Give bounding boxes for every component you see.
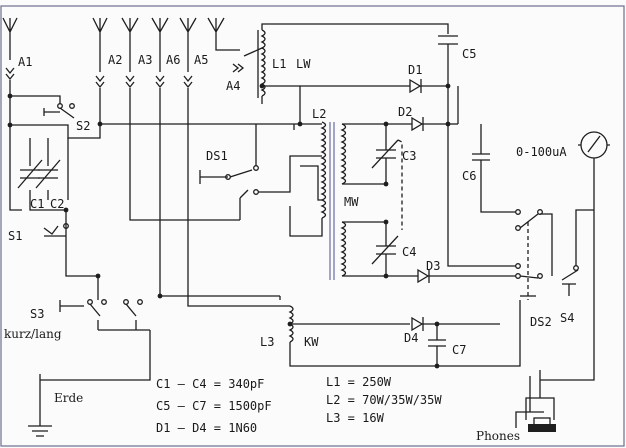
switch-ds1-label: DS1 (206, 149, 228, 163)
capacitor-c2-label: C2 (50, 197, 64, 211)
parts-c1-c4: C1 – C4 = 340pF (156, 377, 264, 391)
switch-ds1-symbol (199, 124, 308, 220)
capacitor-c3-symbol (371, 124, 403, 230)
switch-s3-mode-label: kurz/lang (4, 327, 62, 341)
antenna-a3-symbol (121, 17, 139, 72)
coil-l2-symbol (289, 121, 386, 280)
meter-symbol (540, 131, 610, 381)
phones-label: Phones (476, 429, 520, 443)
capacitor-c2-symbol (35, 159, 61, 189)
switch-s1-symbol (43, 223, 69, 235)
ground-label: Erde (54, 391, 83, 405)
antenna-a5-symbol (179, 17, 197, 72)
capacitor-c4-label: C4 (402, 245, 416, 259)
parts-l1: L1 = 250W (326, 375, 392, 389)
switch-s4-label: S4 (560, 311, 574, 325)
ground-erde-symbol (28, 374, 52, 437)
antenna-a1-label: A1 (18, 55, 32, 69)
capacitor-c5-symbol (438, 35, 458, 122)
capacitor-c1-label: C1 (30, 197, 44, 211)
switch-s4-symbol (561, 209, 594, 296)
page-border (0, 5, 625, 447)
antenna-a5-label: A5 (194, 53, 208, 67)
capacitor-c6-symbol (472, 124, 516, 213)
antenna-a2-label: A2 (108, 53, 122, 67)
capacitor-c7-label: C7 (452, 343, 466, 357)
antenna-a1-symbol (2, 17, 18, 60)
coil-lw-label: LW (296, 57, 311, 71)
switch-ds2-label: DS2 (530, 315, 552, 329)
switch-s3-symbol (40, 299, 151, 381)
coil-l3-symbol (279, 296, 521, 367)
phones-output-symbol (515, 370, 556, 432)
switch-ds2-symbol (515, 209, 553, 300)
antenna-a4-symbol (207, 17, 240, 51)
capacitor-c3-label: C3 (402, 149, 416, 163)
plug-markers (5, 63, 245, 89)
coil-l2-label: L2 (312, 107, 326, 121)
antenna-a4-label: A4 (226, 79, 240, 93)
switch-s3-label: S3 (30, 307, 44, 321)
capacitor-c5-label: C5 (462, 47, 476, 61)
parts-c5-c7: C5 – C7 = 1500pF (156, 399, 272, 413)
diode-d1-label: D1 (408, 63, 422, 77)
coil-l1-label: L1 (272, 57, 286, 71)
capacitor-c4-symbol (371, 222, 399, 276)
diode-d1-symbol (300, 78, 448, 94)
antenna-a2-symbol (92, 17, 108, 72)
coil-kw-label: KW (304, 335, 319, 349)
capacitor-c6-label: C6 (462, 169, 476, 183)
capacitor-c1-symbol (17, 159, 43, 189)
diode-d3-symbol (386, 268, 516, 284)
coil-mw-label: MW (344, 195, 359, 209)
antenna-a3-label: A3 (138, 53, 152, 67)
switch-s2-label: S2 (76, 119, 90, 133)
diode-d2-label: D2 (398, 105, 412, 119)
diode-d2-symbol (386, 116, 448, 132)
junction-dots (7, 83, 451, 369)
capacitor-c7-symbol (428, 324, 446, 366)
meter-range-label: 0-100uA (516, 145, 567, 159)
parts-l3: L3 = 16W (326, 411, 385, 425)
antenna-a6-label: A6 (166, 53, 180, 67)
diode-d4-label: D4 (404, 331, 418, 345)
parts-l2: L2 = 70W/35W/35W (326, 393, 442, 407)
left-network-wires (9, 80, 101, 300)
parts-d1-d4: D1 – D4 = 1N60 (156, 421, 257, 435)
switch-s2-symbol (43, 103, 75, 119)
antenna-tap-wires (100, 88, 300, 307)
switch-s1-label: S1 (8, 229, 22, 243)
diode-d3-label: D3 (426, 259, 440, 273)
antenna-a6-symbol (151, 17, 169, 72)
diode-d4-symbol (411, 316, 500, 332)
coil-l1-symbol (243, 23, 449, 124)
coil-l3-label: L3 (260, 335, 274, 349)
